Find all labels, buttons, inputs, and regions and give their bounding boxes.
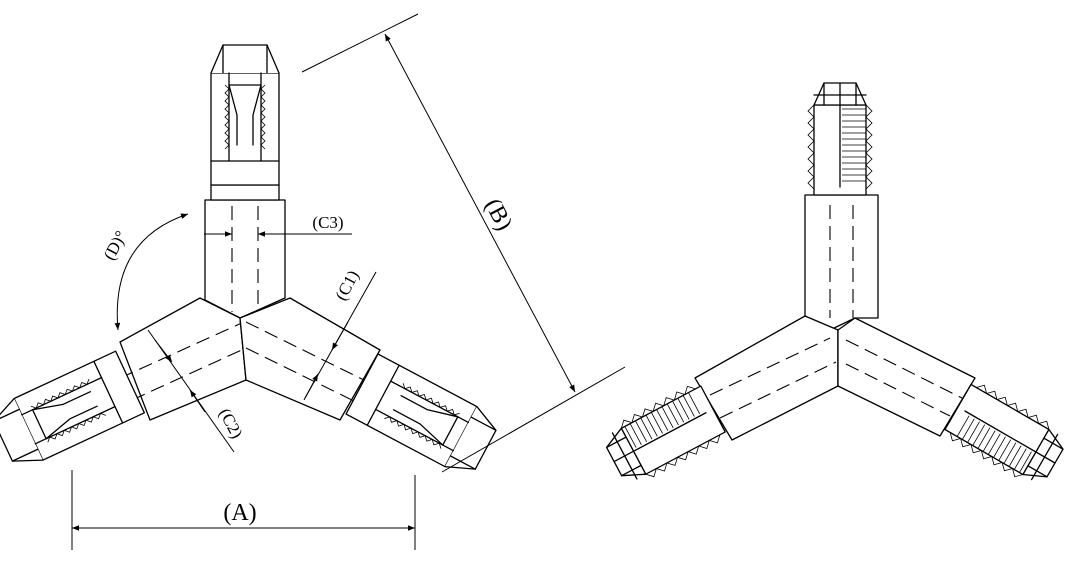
iso-left-arm [598,315,839,491]
dimension-a: (A) [71,470,416,550]
top-arm [204,44,286,319]
label-a: (A) [223,500,256,526]
label-c3: (C3) [312,213,343,232]
side-view: (A) (B) (C3) (C1) (C2) [0,13,626,550]
label-b: (B) [479,194,517,234]
iso-right-arm [837,317,1068,492]
label-c1: (C1) [331,267,362,303]
dimension-c3: (C3) [204,213,352,237]
right-arm [239,297,503,481]
label-c2: (C2) [215,405,246,441]
iso-top-arm [804,82,879,331]
isometric-view [598,82,1068,492]
label-d: (D)° [100,228,131,264]
left-arm [0,297,247,473]
